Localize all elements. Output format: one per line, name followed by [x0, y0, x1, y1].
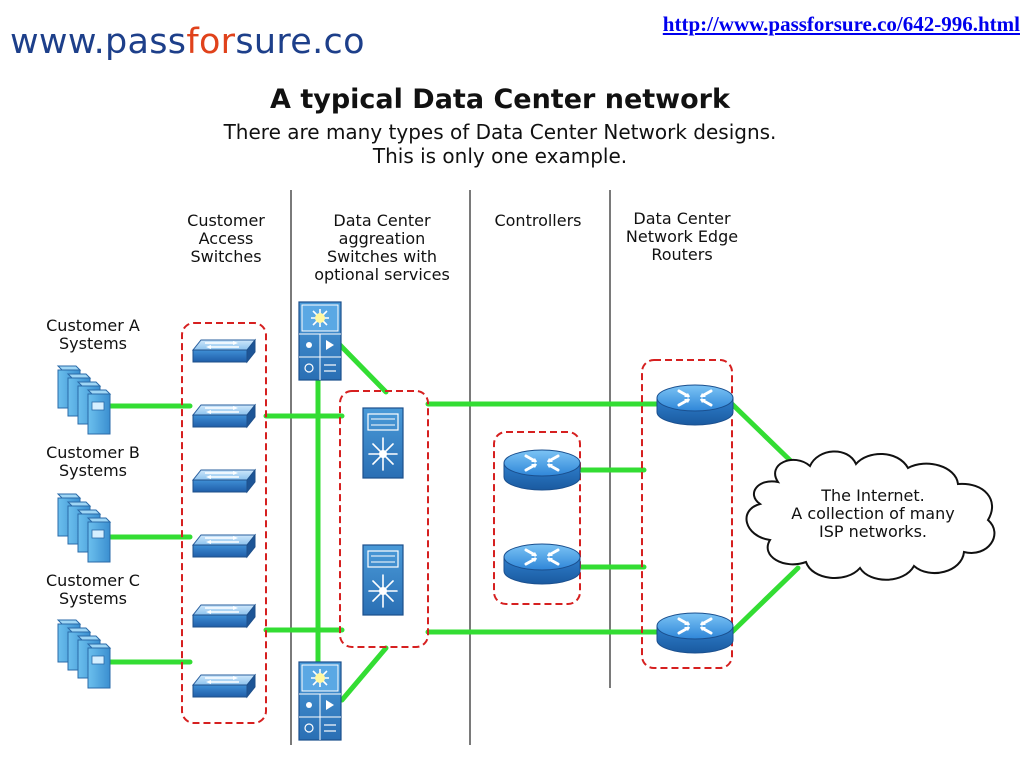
server-stack-icon — [57, 619, 111, 689]
network-links — [107, 342, 801, 703]
column-header-edge-routers: Data Center Network Edge Routers — [612, 210, 752, 264]
access-switch-icon — [192, 339, 256, 363]
device-groups — [181, 322, 733, 724]
router-icon — [502, 448, 582, 492]
service-module-icon — [298, 661, 342, 741]
router-icon — [502, 542, 582, 586]
column-header-controllers: Controllers — [476, 212, 600, 230]
label-line: Routers — [651, 245, 713, 264]
label-line: Switches — [190, 247, 262, 266]
customer-b-label: Customer B Systems — [30, 444, 156, 480]
label-line: aggreation — [338, 229, 426, 248]
access-switch-icon — [192, 604, 256, 628]
link-service-top — [337, 342, 389, 395]
label-line: A collection of many — [791, 504, 955, 523]
label-line: Customer B — [46, 443, 140, 462]
link-edge-cloud-bottom — [729, 565, 801, 635]
access-switch-icon — [192, 404, 256, 428]
label-line: Systems — [59, 589, 127, 608]
label-line: Systems — [59, 334, 127, 353]
subtitle-line: This is only one example. — [372, 144, 628, 168]
label-line: Customer A — [46, 316, 140, 335]
controller-group — [493, 431, 581, 605]
label-line: Network Edge — [625, 227, 739, 246]
customer-a-label: Customer A Systems — [30, 317, 156, 353]
router-icon — [655, 383, 735, 427]
page-url-link[interactable]: http://www.passforsure.co/642-996.html — [662, 12, 1020, 36]
label-line: Customer — [187, 211, 265, 230]
server-stack-icon — [57, 493, 111, 563]
column-header-aggregation-switches: Data Center aggreation Switches with opt… — [300, 212, 464, 284]
label-line: The Internet. — [821, 486, 925, 505]
logo-accent: for — [186, 22, 236, 62]
access-switch-group — [181, 322, 267, 724]
label-line: Access — [198, 229, 254, 248]
cloud-icon — [745, 450, 996, 581]
aggregation-switch-group — [339, 390, 429, 648]
column-header-access-switches: Customer Access Switches — [168, 212, 284, 266]
link-service-bottom — [339, 645, 389, 703]
customer-c-label: Customer C Systems — [30, 572, 156, 608]
access-switch-icon — [192, 674, 256, 698]
label-line: Customer C — [46, 571, 140, 590]
subtitle-line: There are many types of Data Center Netw… — [223, 120, 777, 144]
aggregation-switch-icon — [362, 544, 404, 616]
access-switch-icon — [192, 469, 256, 493]
label-line: Data Center — [633, 209, 731, 228]
link-edge-cloud-top — [729, 401, 801, 471]
server-stack-icon — [57, 365, 111, 435]
access-switch-icon — [192, 534, 256, 558]
logo-suffix: sure.co — [235, 22, 365, 62]
label-line: Data Center — [333, 211, 431, 230]
label-line: Controllers — [494, 211, 582, 230]
label-line: optional services — [314, 265, 450, 284]
label-line: Systems — [59, 461, 127, 480]
logo-prefix: www.pass — [10, 22, 187, 62]
router-icon — [655, 611, 735, 655]
label-line: ISP networks. — [818, 522, 927, 541]
site-logo: www.passforsure.co — [10, 22, 365, 62]
diagram-title: A typical Data Center network — [270, 84, 730, 115]
internet-cloud-label: The Internet. A collection of many ISP n… — [768, 487, 978, 541]
aggregation-switch-icon — [362, 407, 404, 479]
service-module-icon — [298, 301, 342, 381]
edge-router-group — [641, 359, 733, 669]
label-line: Switches with — [326, 247, 438, 266]
diagram-subtitle: There are many types of Data Center Netw… — [0, 120, 1000, 168]
column-dividers — [290, 190, 611, 745]
